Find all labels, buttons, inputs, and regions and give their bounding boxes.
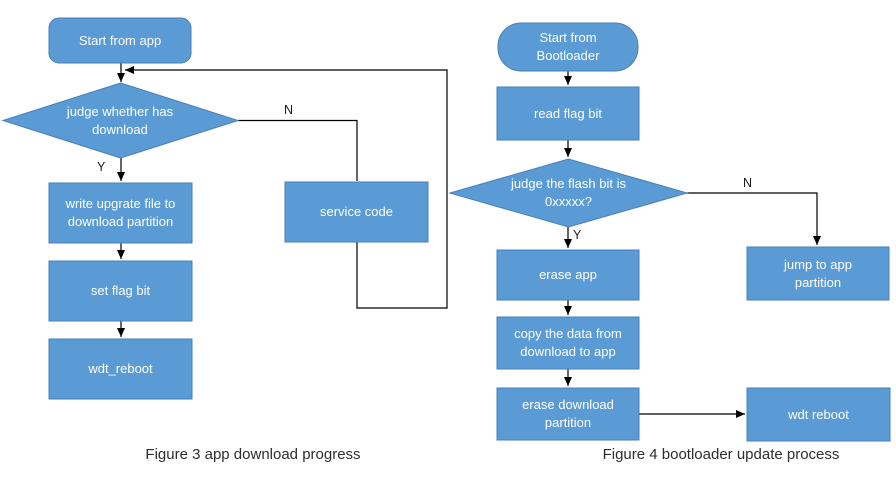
node-label: judge the flash bit is 0xxxxx? xyxy=(511,176,626,209)
node-write-upgrade-file: write upgrate file to download partition xyxy=(49,183,192,243)
node-set-flag-bit: set flag bit xyxy=(49,261,192,321)
node-label: set flag bit xyxy=(90,283,151,299)
node-wdt-reboot-f3: wdt_reboot xyxy=(49,339,192,399)
wire-judge-no-to-jumpapp xyxy=(687,192,821,245)
node-copy-data: copy the data from download to app xyxy=(497,317,639,369)
node-jump-app-partition: jump to app partition xyxy=(747,247,889,300)
node-start-bootloader: Start from Bootloader xyxy=(498,23,638,71)
shape-write-upgrade xyxy=(48,182,193,244)
shape-start-bootloader xyxy=(497,22,639,72)
shape-judge-flash-diamond xyxy=(448,158,689,228)
branch-label-no-f3: N xyxy=(284,103,294,117)
shape-read-flag xyxy=(496,86,640,141)
node-label: judge whether has download xyxy=(66,103,174,137)
branch-label-yes-f4: Y xyxy=(573,228,582,242)
node-erase-app: erase app xyxy=(497,250,639,300)
node-label: read flag bit xyxy=(534,105,602,121)
node-read-flag-bit: read flag bit xyxy=(497,87,639,140)
node-label: wdt_reboot xyxy=(88,361,153,377)
node-service-code: service code xyxy=(285,182,428,242)
figure3-caption: Figure 3 app download progress xyxy=(145,446,361,463)
node-judge-download: judge whether has download xyxy=(20,83,220,158)
branch-label-no-f4: N xyxy=(743,176,753,190)
branch-label-yes-f3: Y xyxy=(97,160,106,174)
node-label: copy the data from download to app xyxy=(514,326,622,359)
shape-set-flag xyxy=(48,260,193,322)
shape-erase-download xyxy=(496,387,640,441)
node-label: erase download partition xyxy=(522,397,614,430)
figure4-caption: Figure 4 bootloader update process xyxy=(602,446,840,463)
node-label: Start from app xyxy=(78,32,162,48)
shape-start-app xyxy=(48,17,192,64)
wire-judge-no-to-service xyxy=(238,119,358,181)
shape-erase-app xyxy=(496,249,640,301)
node-label: service code xyxy=(320,204,393,220)
shape-wdt-reboot-f4 xyxy=(746,387,891,442)
node-label: write upgrate file to download partition xyxy=(65,196,176,229)
shape-wdt-reboot-f3 xyxy=(48,338,193,400)
node-label: wdt reboot xyxy=(788,406,849,422)
shape-copy-data xyxy=(496,316,640,370)
node-label: erase app xyxy=(539,267,597,283)
node-start-app: Start from app xyxy=(49,18,191,63)
shape-jump-app xyxy=(746,246,890,301)
node-erase-download: erase download partition xyxy=(497,388,639,440)
shape-service-code xyxy=(284,181,429,243)
node-label: jump to app partition xyxy=(784,256,852,290)
node-judge-flash-bit: judge the flash bit is 0xxxxx? xyxy=(458,159,679,227)
wire-service-loopback xyxy=(125,66,448,309)
node-wdt-reboot-f4: wdt reboot xyxy=(747,388,890,441)
node-label: Start from Bootloader xyxy=(536,30,600,63)
shape-judge-download-diamond xyxy=(1,82,240,159)
